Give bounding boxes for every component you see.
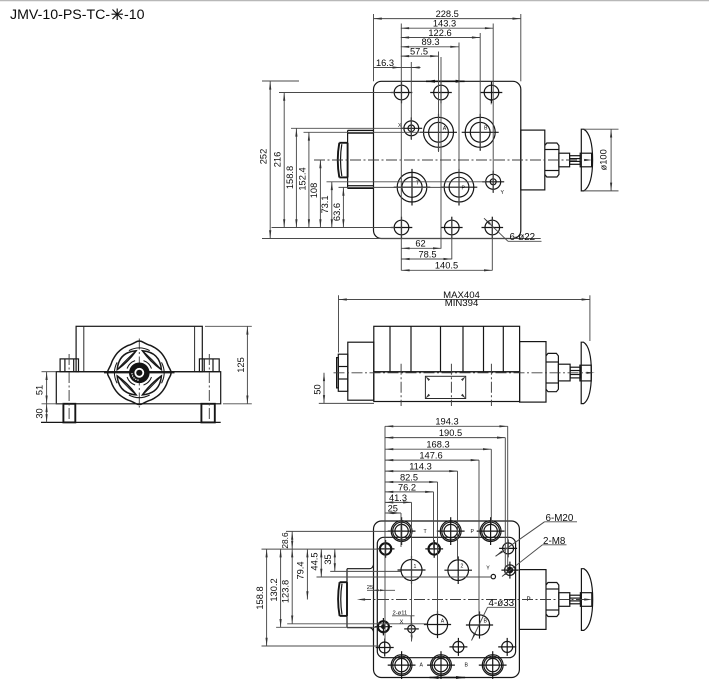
svg-text:ø100: ø100 <box>599 149 609 170</box>
svg-text:50: 50 <box>312 384 322 394</box>
svg-text:158.8: 158.8 <box>255 586 265 609</box>
svg-text:82.5: 82.5 <box>400 472 418 482</box>
svg-text:122.6: 122.6 <box>428 28 451 38</box>
svg-text:41.3: 41.3 <box>389 493 407 503</box>
svg-text:16.3: 16.3 <box>376 58 394 68</box>
svg-text:89.3: 89.3 <box>421 37 439 47</box>
svg-text:108: 108 <box>309 183 319 199</box>
svg-text:63.6: 63.6 <box>332 203 342 221</box>
svg-text:25: 25 <box>367 585 373 591</box>
svg-text:B: B <box>484 125 488 131</box>
svg-text:73.1: 73.1 <box>320 195 330 213</box>
svg-text:A: A <box>420 662 424 668</box>
svg-text:2-M8: 2-M8 <box>543 536 566 547</box>
svg-text:216: 216 <box>273 152 283 168</box>
svg-text:78.5: 78.5 <box>418 249 436 259</box>
svg-text:4-ø33: 4-ø33 <box>489 598 515 609</box>
svg-text:147.6: 147.6 <box>419 451 442 461</box>
svg-text:T: T <box>490 101 494 107</box>
svg-text:158.8: 158.8 <box>285 166 295 189</box>
svg-text:2: 2 <box>461 564 464 570</box>
svg-text:B: B <box>484 619 488 625</box>
svg-text:123.8: 123.8 <box>281 580 291 603</box>
svg-text:51: 51 <box>35 385 45 395</box>
svg-text:30: 30 <box>35 408 45 418</box>
svg-text:168.3: 168.3 <box>426 440 449 450</box>
svg-text:190.5: 190.5 <box>439 428 462 438</box>
svg-text:1: 1 <box>414 564 417 570</box>
svg-text:B: B <box>465 662 469 668</box>
svg-text:MAX404: MAX404 <box>443 290 480 301</box>
svg-text:62: 62 <box>415 239 425 249</box>
svg-text:57.5: 57.5 <box>410 47 428 57</box>
svg-text:A: A <box>443 126 447 132</box>
svg-text:114.3: 114.3 <box>409 462 432 472</box>
svg-text:130.2: 130.2 <box>269 578 279 601</box>
svg-text:79.4: 79.4 <box>295 561 305 579</box>
svg-text:JMV-10-PS-TC-: JMV-10-PS-TC- <box>10 7 110 23</box>
svg-text:Y: Y <box>486 566 490 572</box>
svg-text:125: 125 <box>236 357 246 373</box>
svg-text:A: A <box>441 619 445 625</box>
svg-text:140.5: 140.5 <box>435 261 458 271</box>
svg-text:Y: Y <box>501 190 505 196</box>
svg-text:252: 252 <box>259 149 269 165</box>
svg-text:6-M20: 6-M20 <box>546 513 574 524</box>
svg-text:228.5: 228.5 <box>436 9 459 19</box>
svg-text:P: P <box>471 529 475 535</box>
svg-text:76.2: 76.2 <box>398 482 416 492</box>
svg-text:25: 25 <box>388 503 398 513</box>
svg-text:MIN394: MIN394 <box>445 298 479 309</box>
svg-text:X: X <box>398 123 402 129</box>
svg-text:-10: -10 <box>124 7 145 23</box>
svg-text:P: P <box>462 186 466 192</box>
svg-text:T: T <box>424 529 428 535</box>
svg-text:194.3: 194.3 <box>435 417 458 427</box>
svg-text:X: X <box>400 620 404 626</box>
svg-text:28.6: 28.6 <box>280 532 290 549</box>
svg-text:44.5: 44.5 <box>309 552 319 570</box>
svg-text:152.4: 152.4 <box>297 167 307 190</box>
svg-text:6-ø22: 6-ø22 <box>510 232 536 243</box>
svg-text:35: 35 <box>323 554 333 564</box>
svg-text:T: T <box>416 181 420 187</box>
svg-text:2-ø11: 2-ø11 <box>393 611 408 617</box>
svg-text:143.3: 143.3 <box>433 19 456 29</box>
